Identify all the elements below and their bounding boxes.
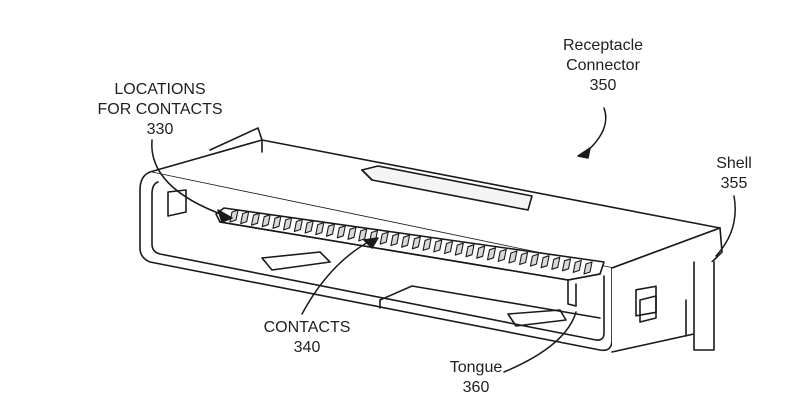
contact-finger [508,250,518,264]
contact-finger [443,240,454,255]
receptacle-line1: Receptacle [562,37,644,54]
contact-finger [572,259,582,273]
contact-finger [497,248,507,262]
leader-shell [715,195,736,257]
contact-finger [422,237,432,251]
contact-finger [454,242,464,256]
locations-line2: FOR CONTACTS [97,101,223,118]
arrow-receptacle [577,147,591,159]
label-contacts: CONTACTS 340 [252,318,362,358]
shell-line1: Shell [716,155,752,172]
leader-lines [151,107,736,373]
locations-number: 330 [146,121,174,138]
contact-finger [476,245,486,259]
contact-finger [529,253,539,267]
locations-line1: LOCATIONS [114,81,206,98]
arrow-contacts [363,237,379,249]
leader-tongue [503,311,577,373]
contact-finger [261,214,271,228]
contacts-number: 340 [293,339,321,356]
leader-locations [151,139,227,217]
contact-finger [379,231,389,245]
contact-finger [519,251,529,266]
contact-finger [293,218,303,233]
contact-finger [250,212,261,226]
label-locations-for-contacts: LOCATIONS FOR CONTACTS 330 [86,80,234,140]
leader-receptacle [583,107,607,155]
contact-finger [411,236,421,250]
contacts [229,209,593,275]
shell-number: 355 [720,175,748,192]
arrow-locations [217,209,233,223]
contact-finger [390,233,400,247]
contact-finger [272,215,282,229]
contact-finger [325,223,336,237]
contact-finger [283,217,293,231]
tongue-number: 360 [462,379,490,396]
contact-finger [336,225,346,239]
contact-finger [347,226,357,240]
contact-finger [561,258,572,272]
contact-finger [240,211,250,225]
contact-finger [433,239,443,253]
contact-finger [304,220,314,234]
bottom-windows [261,251,601,327]
leader-contacts [301,239,373,315]
contact-finger [401,234,411,248]
receptacle-number: 350 [589,77,617,94]
label-receptacle-connector: Receptacle Connector 350 [552,36,654,96]
receptacle-line2: Connector [566,57,640,74]
contacts-line1: CONTACTS [263,319,351,336]
contact-finger [540,255,550,269]
contact-finger [583,261,593,275]
tongue [215,207,605,307]
label-shell: Shell 355 [706,154,762,194]
contact-finger [465,244,475,258]
contact-finger [315,222,325,236]
contact-finger [551,256,561,270]
contact-finger [358,228,368,242]
contact-finger [486,247,497,261]
label-tongue: Tongue 360 [438,358,514,398]
tongue-line1: Tongue [449,359,503,376]
